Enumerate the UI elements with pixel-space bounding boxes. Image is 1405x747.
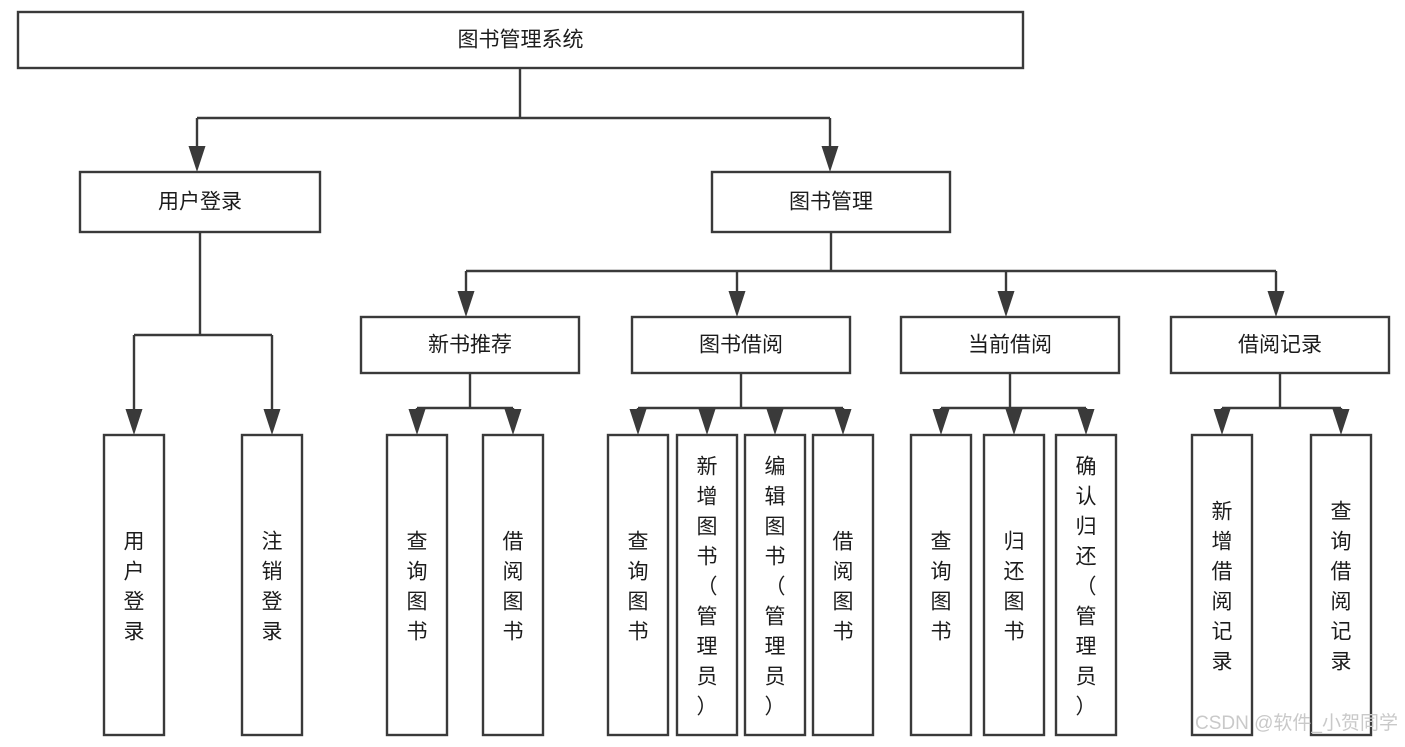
connector-arrowhead-icon [1267,291,1285,317]
node-label: 查询借阅记录 [1331,500,1352,673]
node-label: 用户登录 [158,191,242,214]
connector-arrowhead-icon [629,409,647,435]
connector-arrowhead-icon [1213,409,1231,435]
connector-arrowhead-icon [408,409,426,435]
leaf-node-查询图书[interactable]: 查询图书 [606,433,670,737]
level3-node-图书借阅[interactable]: 图书借阅 [630,315,852,375]
leaf-node-归还图书[interactable]: 归还图书 [982,433,1046,737]
connector-arrowhead-icon [728,291,746,317]
node-label: 编辑图书（管理员） [765,455,786,718]
level2-node-用户登录[interactable]: 用户登录 [78,170,322,234]
leaf-node-确认归还管理员[interactable]: 确认归还（管理员） [1054,433,1118,737]
connector-arrowhead-icon [263,409,281,435]
node-box[interactable] [385,433,449,737]
node-label: 注销登录 [262,530,283,643]
node-box[interactable] [1190,433,1254,737]
node-box[interactable] [481,433,545,737]
connector-arrowhead-icon [834,409,852,435]
node-label: 用户登录 [124,530,145,643]
level3-node-新书推荐[interactable]: 新书推荐 [359,315,581,375]
node-label: 查询图书 [628,530,649,643]
connector-group-用户登录 [125,232,281,435]
connector-arrowhead-icon [766,409,784,435]
connector-arrowhead-icon [188,146,206,172]
node-box[interactable] [1309,433,1373,737]
connector-group-图书管理系统 [188,68,839,172]
node-box[interactable] [78,170,322,234]
nodes-layer: 图书管理系统用户登录图书管理新书推荐图书借阅当前借阅借阅记录用户登录注销登录查询… [16,10,1391,737]
connector-group-图书管理 [457,232,1285,317]
connector-group-当前借阅 [932,373,1095,435]
root-node-图书管理系统[interactable]: 图书管理系统 [16,10,1025,70]
connector-arrowhead-icon [698,409,716,435]
connector-arrowhead-icon [1005,409,1023,435]
csdn-watermark: CSDN @软件_小贺同学 [1195,712,1398,734]
node-label: 图书借阅 [699,334,783,357]
node-box[interactable] [240,433,304,737]
node-label: 借阅图书 [503,530,524,643]
connector-arrowhead-icon [125,409,143,435]
level2-node-图书管理[interactable]: 图书管理 [710,170,952,234]
leaf-node-查询图书[interactable]: 查询图书 [909,433,973,737]
node-label: 确认归还（管理员） [1076,455,1097,718]
connector-arrowhead-icon [504,409,522,435]
node-label: 借阅图书 [833,530,854,643]
leaf-node-新增借阅记录[interactable]: 新增借阅记录 [1190,433,1254,737]
node-box[interactable] [899,315,1121,375]
node-box[interactable] [982,433,1046,737]
leaf-node-查询借阅记录[interactable]: 查询借阅记录 [1309,433,1373,737]
node-label: 查询图书 [931,530,952,643]
node-box[interactable] [675,433,739,737]
connector-group-新书推荐 [408,373,522,435]
level3-node-当前借阅[interactable]: 当前借阅 [899,315,1121,375]
connector-arrowhead-icon [821,146,839,172]
connector-arrowhead-icon [1077,409,1095,435]
connector-group-图书借阅 [629,373,852,435]
leaf-node-借阅图书[interactable]: 借阅图书 [481,433,545,737]
node-label: 新增借阅记录 [1212,500,1233,673]
connector-arrowhead-icon [932,409,950,435]
leaf-node-注销登录[interactable]: 注销登录 [240,433,304,737]
level3-node-借阅记录[interactable]: 借阅记录 [1169,315,1391,375]
connector-arrowhead-icon [997,291,1015,317]
node-box[interactable] [606,433,670,737]
leaf-node-编辑图书管理员[interactable]: 编辑图书（管理员） [743,433,807,737]
node-box[interactable] [102,433,166,737]
node-box[interactable] [630,315,852,375]
connector-group-借阅记录 [1213,373,1350,435]
node-label: 归还图书 [1004,530,1025,643]
leaf-node-查询图书[interactable]: 查询图书 [385,433,449,737]
node-label: 查询图书 [407,530,428,643]
node-box[interactable] [1054,433,1118,737]
connector-arrowhead-icon [1332,409,1350,435]
node-label: 新书推荐 [428,334,512,357]
node-box[interactable] [359,315,581,375]
node-box[interactable] [1169,315,1391,375]
node-label: 借阅记录 [1238,334,1322,357]
node-box[interactable] [743,433,807,737]
node-box[interactable] [710,170,952,234]
node-label: 当前借阅 [968,334,1052,357]
leaf-node-新增图书管理员[interactable]: 新增图书（管理员） [675,433,739,737]
node-label: 新增图书（管理员） [697,455,718,718]
node-label: 图书管理 [789,191,873,214]
node-box[interactable] [811,433,875,737]
node-box[interactable] [909,433,973,737]
node-box[interactable] [16,10,1025,70]
connectors-layer [125,68,1350,435]
leaf-node-用户登录[interactable]: 用户登录 [102,433,166,737]
node-label: 图书管理系统 [458,29,584,52]
leaf-node-借阅图书[interactable]: 借阅图书 [811,433,875,737]
connector-arrowhead-icon [457,291,475,317]
